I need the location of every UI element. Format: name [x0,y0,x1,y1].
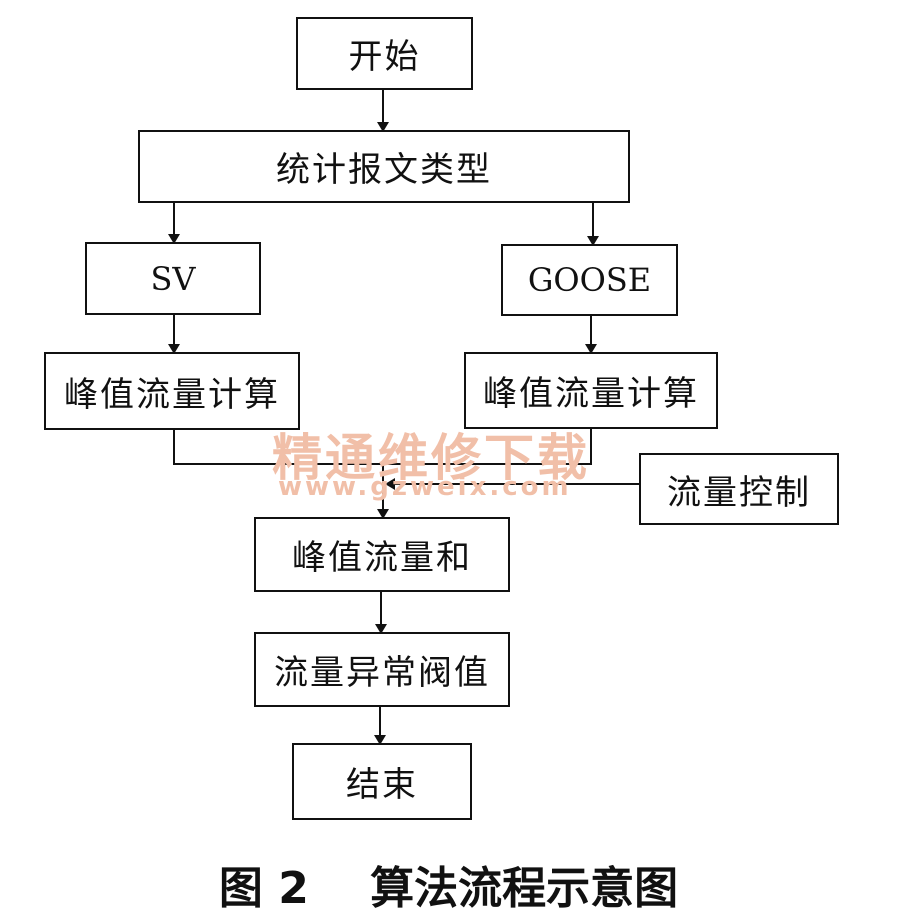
connector-peak-left-down [173,429,383,465]
flow-control-node: 流量控制 [639,453,839,525]
peak-sum-node: 峰值流量和 [254,517,510,592]
start-node: 开始 [296,17,473,90]
end-node: 结束 [292,743,472,820]
connector-peak-right-down [383,428,592,465]
classify-node: 统计报文类型 [138,130,630,203]
watermark-url: www.gzweix.com [278,472,572,502]
threshold-node: 流量异常阀值 [254,632,510,707]
figure-caption: 图 2 算法流程示意图 [218,863,679,914]
peak-right-node: 峰值流量计算 [464,352,718,429]
peak-left-node: 峰值流量计算 [44,352,300,430]
goose-node: GOOSE [501,244,678,316]
sv-node: SV [85,242,261,315]
watermark-text: 精通维修下载 [272,429,590,487]
